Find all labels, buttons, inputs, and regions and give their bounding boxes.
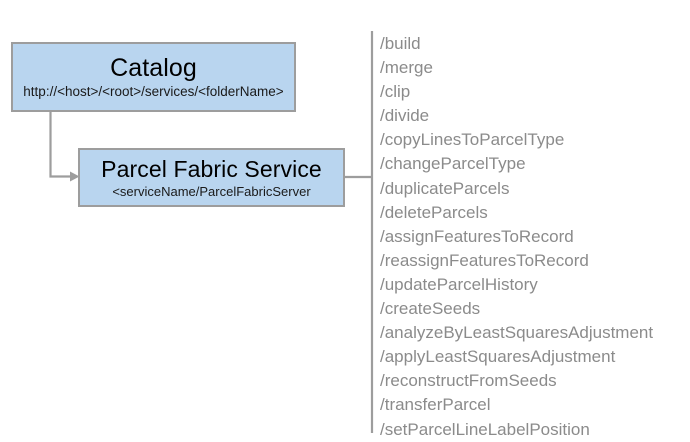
operation-item[interactable]: /duplicateParcels xyxy=(380,178,510,198)
catalog-node-title: Catalog xyxy=(110,54,197,82)
operation-item[interactable]: /analyzeByLeastSquaresAdjustment xyxy=(380,323,654,343)
operation-item[interactable]: /build xyxy=(380,34,421,53)
parcel-fabric-service-node[interactable]: Parcel Fabric Service <serviceName/Parce… xyxy=(78,148,345,207)
operation-item[interactable]: /reassignFeaturesToRecord xyxy=(380,250,589,270)
operation-item[interactable]: /updateParcelHistory xyxy=(380,274,538,294)
catalog-node-subtitle: http://<host>/<root>/services/<folderNam… xyxy=(23,84,284,99)
operation-item[interactable]: /applyLeastSquaresAdjustment xyxy=(380,347,616,367)
operation-item[interactable]: /changeParcelType xyxy=(380,154,526,174)
operation-item[interactable]: /divide xyxy=(380,106,430,126)
operation-item[interactable]: /reconstructFromSeeds xyxy=(380,371,557,391)
catalog-node[interactable]: Catalog http://<host>/<root>/services/<f… xyxy=(11,42,296,112)
operation-item[interactable]: /deleteParcels xyxy=(380,202,488,222)
operations-list: /build /merge /clip /divide /copyLinesTo… xyxy=(380,32,680,442)
operation-item[interactable]: /transferParcel xyxy=(380,395,491,415)
operation-item[interactable]: /copyLinesToParcelType xyxy=(380,130,565,150)
operation-item[interactable]: /clip xyxy=(380,82,411,102)
operation-item[interactable]: /merge xyxy=(380,58,433,78)
connector-catalog-to-service xyxy=(49,112,80,182)
parcel-fabric-service-node-title: Parcel Fabric Service xyxy=(101,156,322,182)
operation-item[interactable]: /assignFeaturesToRecord xyxy=(380,226,574,246)
operation-item[interactable]: /createSeeds xyxy=(380,299,481,319)
parcel-fabric-service-node-subtitle: <serviceName/ParcelFabricServer xyxy=(112,184,311,199)
operation-item[interactable]: /setParcelLineLabelPosition xyxy=(380,419,590,439)
